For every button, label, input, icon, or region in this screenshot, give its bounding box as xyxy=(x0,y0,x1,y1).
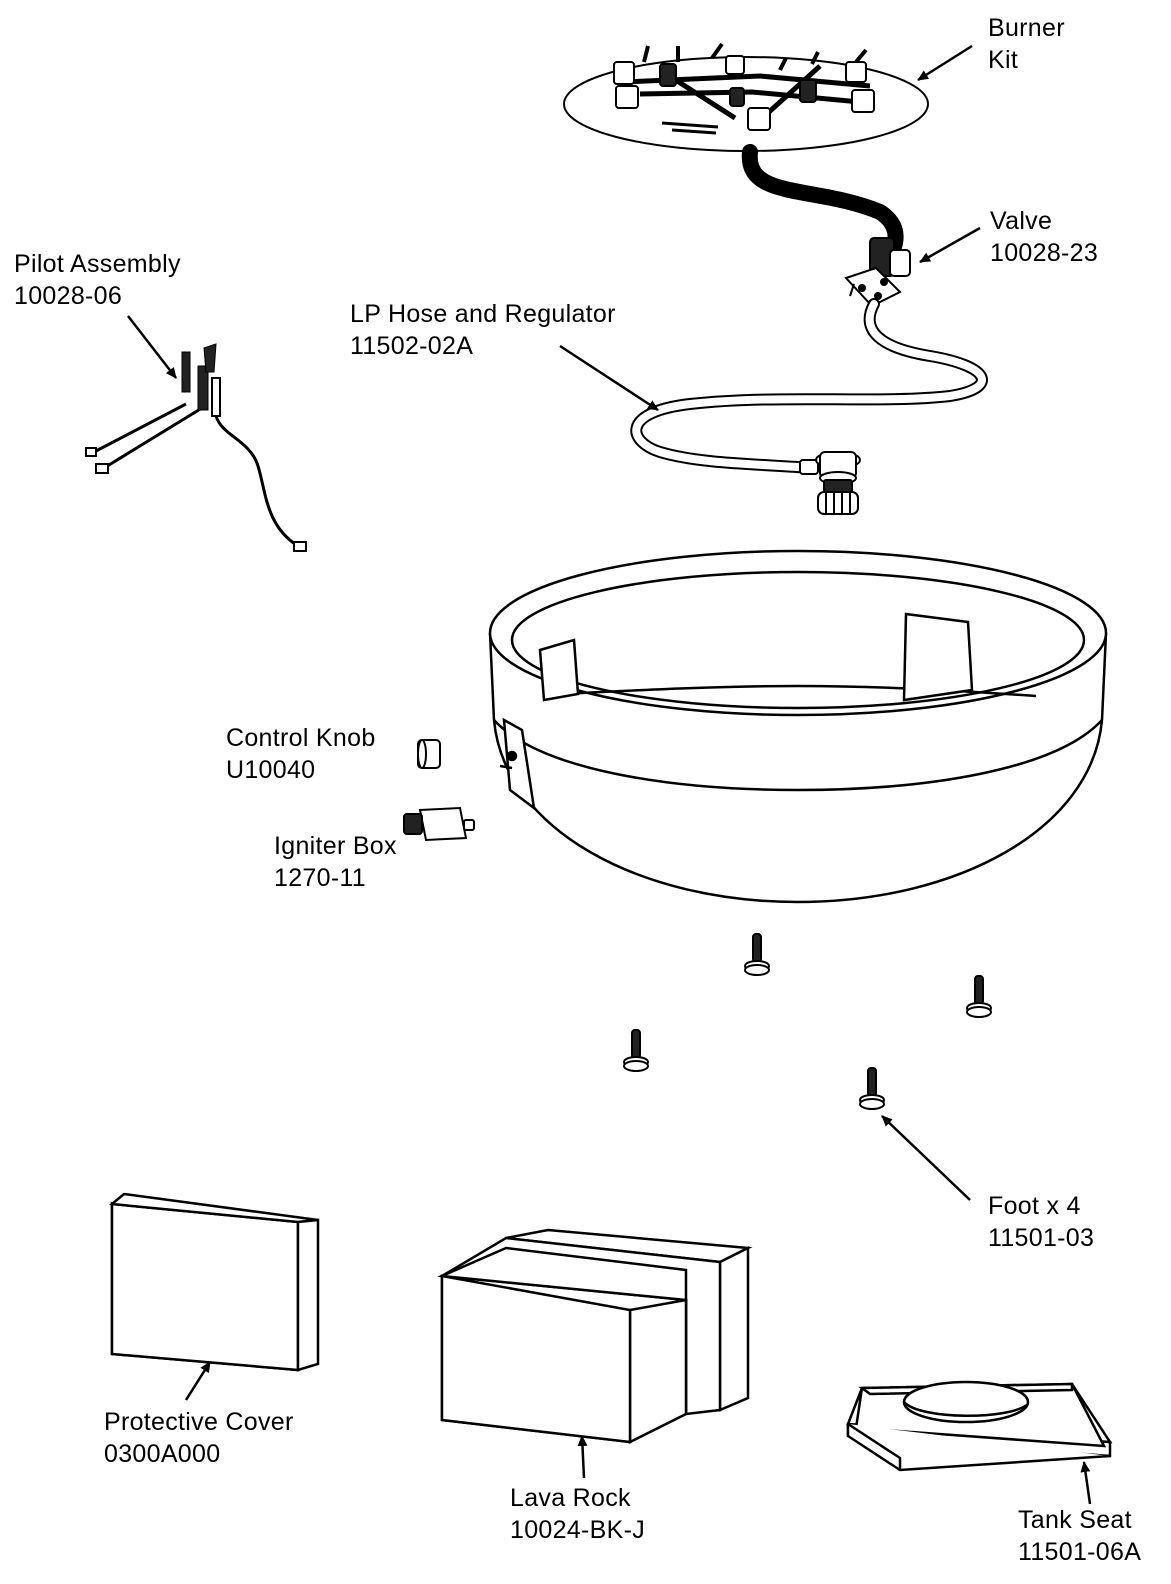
tank-seat-label: Tank Seat 11501-06A xyxy=(1018,1504,1141,1568)
burner-kit-arrow xyxy=(917,44,973,82)
foot-arrow xyxy=(881,1115,971,1201)
protective-cover-part-number: 0300A000 xyxy=(104,1440,221,1468)
valve-name: Valve xyxy=(990,207,1053,235)
burner-kit-name-line-1: Burner xyxy=(988,14,1065,42)
protective-cover-drawing xyxy=(108,1192,320,1372)
control-knob-part-number: U10040 xyxy=(226,756,316,784)
foot-part-number: 11501-03 xyxy=(988,1224,1095,1252)
lava-rock-arrow xyxy=(577,1435,588,1479)
igniter-box-label: Igniter Box 1270-11 xyxy=(274,830,397,894)
valve-part-number: 10028-23 xyxy=(990,239,1099,267)
foot-2 xyxy=(966,975,992,1018)
pilot-assembly-arrow xyxy=(127,315,177,379)
igniter-box-name: Igniter Box xyxy=(274,832,397,860)
valve-drawing xyxy=(844,237,911,308)
lava-rock-name: Lava Rock xyxy=(510,1484,631,1512)
lava-rock-part-number: 10024-BK-J xyxy=(510,1516,646,1544)
control-knob-drawing xyxy=(417,739,441,769)
lp-hose-arrow xyxy=(559,344,659,412)
tank-seat-drawing xyxy=(846,1380,1113,1472)
igniter-box-drawing xyxy=(403,806,475,842)
fire-bowl-drawing xyxy=(488,549,1108,904)
protective-cover-name: Protective Cover xyxy=(104,1408,294,1436)
valve-label: Valve 10028-23 xyxy=(990,205,1098,269)
foot-name: Foot x 4 xyxy=(988,1192,1081,1220)
tank-seat-arrow xyxy=(1080,1461,1092,1505)
foot-1 xyxy=(744,933,770,976)
protective-cover-arrow xyxy=(184,1361,212,1401)
foot-3 xyxy=(623,1029,649,1072)
valve-arrow xyxy=(919,226,981,264)
burner-kit-drawing xyxy=(563,42,929,152)
lp-hose-regulator-label: LP Hose and Regulator 11502-02A xyxy=(350,298,616,362)
pilot-assembly-label: Pilot Assembly 10028-06 xyxy=(14,248,181,312)
igniter-box-part-number: 1270-11 xyxy=(274,864,366,892)
burner-kit-name-line-2: Kit xyxy=(988,46,1019,74)
lava-rock-drawing xyxy=(437,1228,753,1445)
lp-hose-regulator-drawing xyxy=(630,298,988,515)
pilot-assembly-part-number: 10028-06 xyxy=(14,282,123,310)
pilot-assembly-drawing xyxy=(85,343,307,552)
pilot-assembly-name: Pilot Assembly xyxy=(14,250,181,278)
leader-arrows xyxy=(127,44,1092,1505)
control-knob-label: Control Knob U10040 xyxy=(226,722,376,786)
tank-seat-part-number: 11501-06A xyxy=(1018,1538,1142,1566)
foot-label: Foot x 4 11501-03 xyxy=(988,1190,1094,1254)
lp-hose-regulator-part-number: 11502-02A xyxy=(350,332,474,360)
tank-seat-name: Tank Seat xyxy=(1018,1506,1132,1534)
control-knob-name: Control Knob xyxy=(226,724,376,752)
burner-kit-label: Burner Kit xyxy=(988,12,1065,76)
foot-4 xyxy=(859,1067,885,1110)
protective-cover-label: Protective Cover 0300A000 xyxy=(104,1406,294,1470)
lava-rock-label: Lava Rock 10024-BK-J xyxy=(510,1482,645,1546)
feet-drawing xyxy=(623,933,992,1110)
lp-hose-regulator-name: LP Hose and Regulator xyxy=(350,300,616,328)
